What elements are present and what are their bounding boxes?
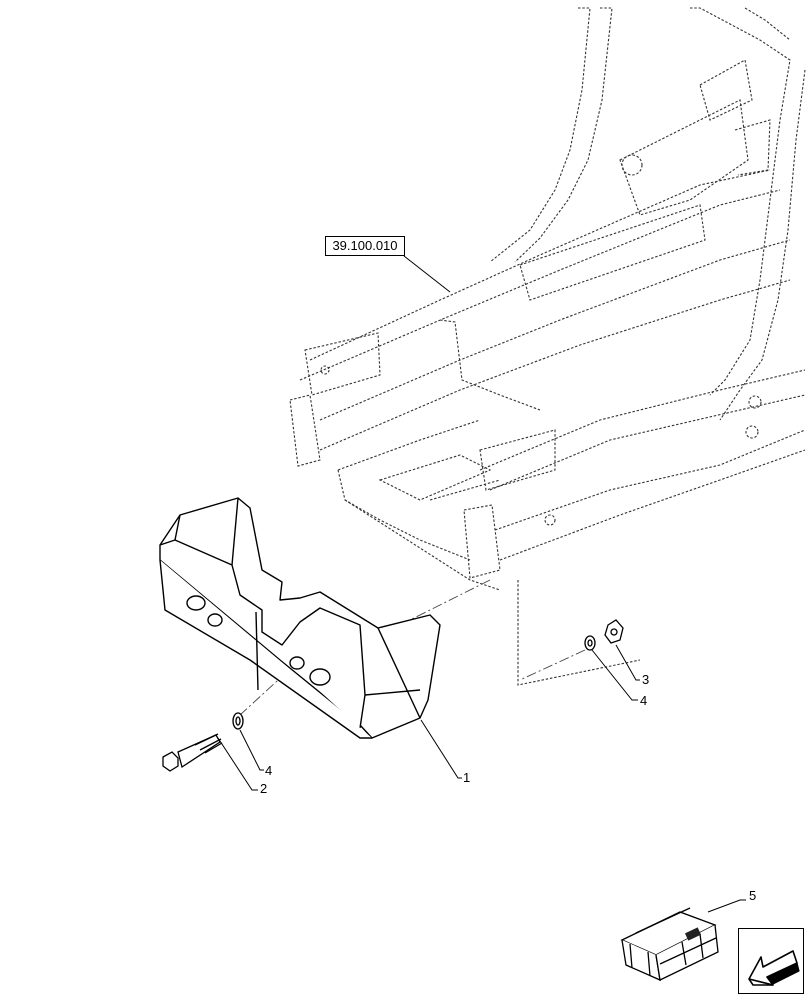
leader-lines (217, 255, 746, 913)
callout-5: 5 (749, 888, 757, 903)
washer-right (584, 635, 596, 651)
crate-icon (620, 907, 719, 982)
callout-2: 2 (260, 781, 268, 796)
bolt (162, 733, 223, 772)
callout-4-right: 4 (640, 693, 648, 708)
callout-4-left: 4 (265, 763, 273, 778)
arrow-back-icon (748, 950, 800, 986)
nut (604, 619, 624, 644)
navigation-button[interactable] (738, 928, 804, 994)
callout-1: 1 (463, 770, 471, 785)
washer-left (232, 712, 244, 730)
frame-outline (289, 7, 806, 686)
counterweight (159, 497, 441, 739)
callout-3: 3 (642, 672, 650, 687)
reference-label[interactable]: 39.100.010 (325, 236, 405, 256)
